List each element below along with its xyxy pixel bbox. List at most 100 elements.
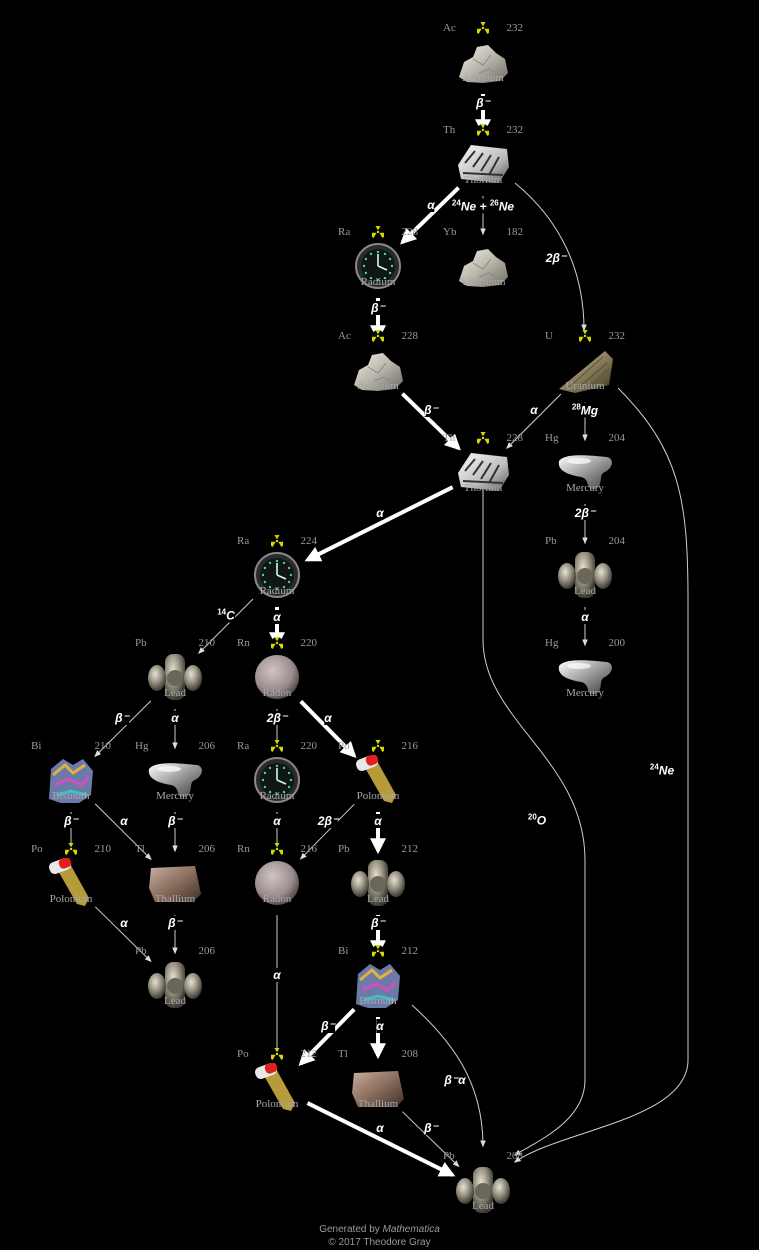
edge-pb210-to-bi210 <box>94 700 152 758</box>
edge-label: β⁻ <box>424 403 438 417</box>
node-mass-number: 204 <box>608 535 626 547</box>
radiation-icon <box>372 945 384 957</box>
edge-label: 28Mg <box>571 402 599 418</box>
mantle-sample-image <box>458 145 509 183</box>
node-element-name: Bismuth <box>52 790 90 802</box>
edge-label: 2β⁻ <box>317 814 339 828</box>
radiation-icon <box>477 124 489 136</box>
node-element-name: Mercury <box>566 687 604 699</box>
node-mass-number: 204 <box>608 432 626 444</box>
edge-label: 24Ne <box>649 762 675 778</box>
polonium-sample-image <box>49 858 89 906</box>
edge-po210-to-pb206 <box>94 906 152 963</box>
node-mass-number: 220 <box>300 740 318 752</box>
edge-th228-to-pb208 <box>482 484 586 1156</box>
node-mass-number: 210 <box>94 740 112 752</box>
node-mass-number: 228 <box>401 330 419 342</box>
node-mass-number: 210 <box>94 843 112 855</box>
node-element-name: Radium <box>259 585 295 597</box>
node-mass-number: 232 <box>506 22 524 34</box>
footer-generated-app: Mathematica <box>382 1224 440 1235</box>
thallium-sample-image <box>352 1071 404 1107</box>
mercury-sample-image <box>148 763 202 798</box>
edge-label: α <box>120 814 128 828</box>
edge-label: 2β⁻ <box>545 251 567 265</box>
metal-sample-image <box>559 351 613 393</box>
node-element-name: Radium <box>259 790 295 802</box>
node-symbol: Pb <box>135 637 147 649</box>
rock-sample-image <box>459 45 508 83</box>
node-mass-number: 212 <box>401 945 419 957</box>
edge-label: α <box>273 610 281 624</box>
edge-label: β⁻ <box>115 711 129 725</box>
node-mass-number: 206 <box>198 843 216 855</box>
node-mass-number: 182 <box>506 226 524 238</box>
edge-bi210-to-tl206 <box>94 803 152 861</box>
edge-ra224-to-pb210 <box>198 598 254 654</box>
edge-label: α <box>324 711 332 725</box>
rock-sample-image <box>354 353 403 391</box>
node-mass-number: 224 <box>300 535 318 547</box>
node-symbol: Ra <box>338 226 351 238</box>
clock-sample-image <box>254 757 300 803</box>
lead-sample-image <box>558 552 612 598</box>
clock-sample-image <box>254 552 300 598</box>
bismuth-sample-image <box>49 759 93 803</box>
edge-label: α <box>273 968 281 982</box>
edge-label: α <box>427 198 435 212</box>
mercury-sample-image <box>558 660 612 695</box>
edge-label: β⁻ <box>168 814 182 828</box>
node-symbol: Ac <box>443 22 456 34</box>
edge-th228-to-ra224 <box>304 485 454 562</box>
node-mass-number: 212 <box>300 1048 318 1060</box>
node-mass-number: 232 <box>608 330 626 342</box>
edge-label: 20O <box>527 812 547 828</box>
node-mass-number: 210 <box>198 637 216 649</box>
edge-th232-to-u232 <box>514 182 587 332</box>
edge-rn220-to-po216 <box>299 699 357 758</box>
lead-sample-image <box>148 962 202 1008</box>
radiation-icon <box>372 330 384 342</box>
radiation-icon <box>271 843 283 855</box>
lead-sample-image <box>148 654 202 700</box>
node-symbol: Th <box>443 124 456 136</box>
node-symbol: Ra <box>237 740 250 752</box>
node-element-name: Polonium <box>255 1098 299 1110</box>
node-element-name: Radon <box>262 893 292 905</box>
radiation-icon <box>271 637 283 649</box>
radiation-icon <box>271 1048 283 1060</box>
footer-generated: Generated by Mathematica <box>0 1224 759 1235</box>
node-element-name: Radon <box>262 687 292 699</box>
edge-label: β⁻ <box>371 301 385 315</box>
polonium-sample-image <box>356 755 396 803</box>
thallium-sample-image <box>149 866 201 902</box>
polonium-sample-image <box>255 1063 295 1111</box>
edge-label: α <box>120 916 128 930</box>
node-symbol: Pb <box>443 1150 455 1162</box>
node-element-name: Lead <box>574 585 596 597</box>
edge-label: α <box>374 814 382 828</box>
edge-bi212-to-po212 <box>298 1007 356 1066</box>
bismuth-sample-image <box>356 964 400 1008</box>
edge-label: β⁻ <box>476 96 490 110</box>
node-element-name: Uranium <box>565 380 605 392</box>
node-mass-number: 206 <box>198 945 216 957</box>
node-mass-number: 212 <box>401 843 419 855</box>
edge-po212-to-pb208 <box>306 1101 456 1177</box>
node-element-name: Bismuth <box>359 995 397 1007</box>
sphere-sample-image <box>255 861 299 905</box>
footer-copyright: © 2017 Theodore Gray <box>328 1237 431 1248</box>
node-element-name: Polonium <box>356 790 400 802</box>
edge-label: β⁻ <box>64 814 78 828</box>
lead-sample-image <box>351 860 405 906</box>
sphere-sample-image <box>255 655 299 699</box>
